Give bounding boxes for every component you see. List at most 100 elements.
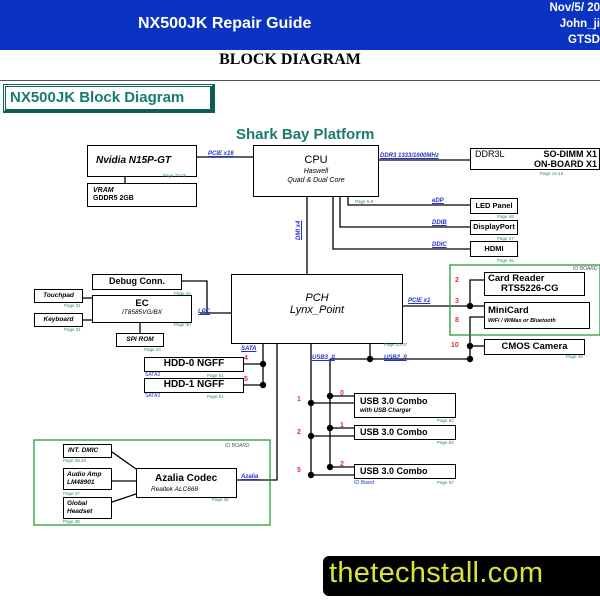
card-reader-block: Card Reader RTS5226-CG	[484, 272, 585, 296]
bus-edp: eDP	[432, 198, 444, 204]
bus-pcie-x1: PCIE x1	[408, 298, 431, 304]
led-panel-page: Page 48	[497, 214, 514, 219]
bus-usb3: USB3_0	[312, 355, 335, 361]
keyboard-page: Page 31	[64, 327, 81, 332]
bus-ddr3: DDR3 1333/1600MHz	[380, 153, 439, 159]
keyboard-block: Keyboard	[34, 313, 83, 327]
header-bar: NX500JK Repair Guide Nov/5/ 20 John_ji G…	[0, 0, 600, 50]
port-number: 1	[297, 396, 301, 403]
debug-conn-block: Debug Conn.	[92, 274, 182, 290]
pch-block: PCH Lynx_Point	[231, 274, 403, 344]
minicard-desc: WiFi / WiMax or Bluetooth	[488, 318, 556, 324]
vram-label: VRAM	[93, 187, 114, 194]
cpu-block: CPU Haswell Quad & Dual Core	[253, 145, 379, 197]
gpu-name: Nvidia N15P-GT	[96, 155, 172, 166]
bus-ddib: DDIB	[432, 220, 447, 226]
audio-amp-page: Page 37	[63, 491, 80, 496]
port-number: 5	[297, 467, 301, 474]
usb-combo-1-name: USB 3.0 Combo	[360, 396, 428, 406]
header-dept: GTSD	[568, 34, 600, 46]
spi-rom-page: Page 33	[144, 347, 161, 352]
port-number: 5	[244, 376, 248, 383]
ec-chip: IT8585VG/BX	[121, 309, 163, 316]
gpu-page: Page 70-75	[163, 173, 187, 178]
hdd1-interface: SATA3	[145, 393, 161, 399]
usb-combo-3-note: IO Board	[354, 480, 375, 486]
global-headset-line1: Global	[67, 500, 88, 507]
cmos-camera-block: CMOS Camera	[484, 339, 585, 355]
touchpad-block: Touchpad	[34, 289, 83, 303]
hdmi-block: HDMI	[470, 241, 518, 257]
wire-azalia	[236, 343, 278, 481]
hdd0-page: Page 51	[207, 373, 224, 378]
memory-block: DDR3L SO-DIMM X1 ON-BOARD X1	[470, 148, 600, 170]
memory-type: DDR3L	[475, 149, 505, 159]
card-reader-chip: RTS5226-CG	[501, 283, 559, 294]
cpu-arch: Haswell	[303, 168, 329, 175]
port-number: 4	[244, 355, 248, 362]
usb-combo-3-page: Page 57	[437, 480, 454, 485]
ec-page: Page 30	[174, 322, 191, 327]
io-board-frame-wireless	[449, 264, 600, 336]
wire-usb2-minicard	[469, 316, 485, 359]
vram-spec: GDDR5 2GB	[93, 195, 134, 202]
port-number: 2	[297, 429, 301, 436]
audio-amp-chip: LM48901	[67, 479, 95, 486]
global-headset-line2: Headset	[67, 508, 93, 515]
displayport-page: Page 47	[497, 236, 514, 241]
led-panel-block: LED Panel	[470, 198, 518, 214]
usb-combo-2-block: USB 3.0 Combo	[354, 425, 456, 440]
cpu-name: CPU	[304, 154, 328, 166]
bus-sata: SATA	[241, 346, 257, 352]
port-number: 10	[451, 342, 459, 349]
cpu-page: Page 5-8	[355, 199, 374, 204]
header-date: Nov/5/ 20	[549, 2, 600, 14]
azalia-codec-block: Azalia Codec Realtek ALC668	[136, 468, 237, 498]
displayport-block: DisplayPort	[470, 220, 518, 235]
minicard-name: MiniCard	[488, 305, 529, 316]
usb-combo-1-page: Page 62	[437, 418, 454, 423]
io-board-label-audio: IO BOARD	[225, 443, 250, 449]
audio-amp-label: Audio Amp	[67, 471, 102, 478]
document-title: BLOCK DIAGRAM	[219, 51, 361, 68]
header-author: John_ji	[559, 18, 600, 30]
port-number: 2	[340, 461, 344, 468]
int-dmic-block: INT. DMIC	[63, 444, 112, 458]
divider	[0, 80, 600, 81]
wire-headset	[111, 493, 137, 503]
minicard-block: MiniCard WiFi / WiMax or Bluetooth	[484, 302, 590, 329]
watermark-text: thetechstall.com	[329, 557, 544, 589]
port-number: 0	[340, 390, 344, 397]
cmos-camera-page: Page 49	[566, 354, 583, 359]
debug-conn-page: Page 44	[174, 291, 191, 296]
global-headset-page: Page 38	[63, 519, 80, 524]
gpu-block: Nvidia N15P-GT	[87, 145, 197, 177]
cpu-cores: Quad & Dual Core	[287, 177, 345, 184]
diagram-title: NX500JK Block Diagram	[3, 84, 215, 113]
watermark-banner: thetechstall.com	[323, 556, 600, 596]
codec-name: Azalia Codec	[155, 473, 218, 484]
card-reader-name: Card Reader	[488, 273, 545, 284]
bus-ddic: DDIC	[432, 242, 447, 248]
guide-title: NX500JK Repair Guide	[138, 15, 312, 32]
int-dmic-page: Page 38,48	[63, 458, 87, 463]
port-number: 8	[455, 317, 459, 324]
port-number: 2	[455, 277, 459, 284]
touchpad-page: Page 31	[64, 303, 81, 308]
hdd1-page: Page 51	[207, 394, 224, 399]
vram-block: VRAM GDDR5 2GB	[87, 183, 197, 207]
memory-sodimm: SO-DIMM X1	[543, 149, 597, 159]
usb-combo-2-page: Page 62	[437, 440, 454, 445]
memory-page: Page 14-16	[540, 171, 564, 176]
pch-codename: Lynx_Point	[289, 304, 345, 316]
codec-chip: Realtek ALC668	[151, 486, 199, 493]
wire-debug	[182, 280, 208, 313]
bus-dmi: DMI x4	[296, 220, 302, 240]
wire-edp	[347, 196, 470, 206]
pch-page: Page 20-37	[384, 342, 408, 347]
pch-name: PCH	[305, 292, 329, 304]
wire-dmic	[111, 451, 137, 470]
port-number: 3	[455, 298, 459, 305]
bus-pcie-x16: PCIE x16	[208, 151, 234, 157]
